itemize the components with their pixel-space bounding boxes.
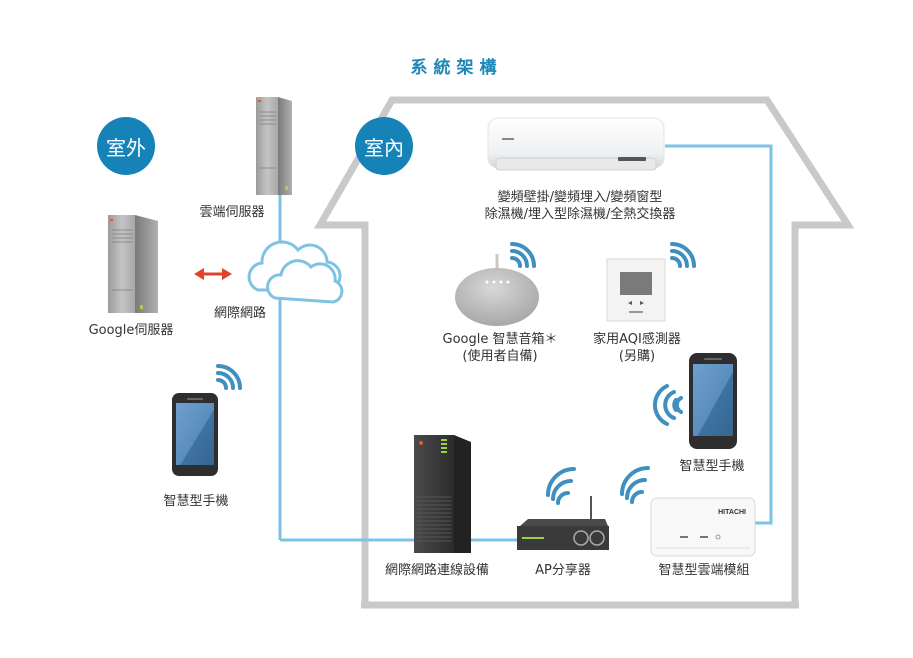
- wifi-icon: [216, 364, 242, 390]
- diagram-title: 系統架構: [410, 58, 503, 78]
- indoor-zone-badge: 室內: [355, 117, 413, 175]
- aqi-sensor-label: 家用AQI感測器 (另購): [580, 331, 694, 365]
- google-speaker-label-line1: Google 智慧音箱＊: [442, 332, 558, 347]
- outdoor-zone-label: 室外: [106, 135, 146, 160]
- google-speaker-label-line2: (使用者自備): [462, 349, 538, 364]
- indoor-phone-label: 智慧型手機: [679, 459, 745, 474]
- wifi-icon: [546, 467, 576, 505]
- google-server-label: Google伺服器: [88, 323, 174, 338]
- google-server-icon: [108, 215, 158, 313]
- outdoor-zone-badge: 室外: [97, 117, 155, 175]
- cloud-module-icon: HITACHI: [650, 497, 756, 557]
- air-conditioner-icon: [487, 117, 665, 171]
- ap-router-label: AP分享器: [535, 563, 591, 578]
- smartphone-icon: [689, 353, 737, 449]
- wifi-icon: [620, 466, 650, 504]
- indoor-zone-label: 室內: [364, 135, 404, 160]
- outdoor-phone-label: 智慧型手機: [163, 494, 229, 509]
- air-conditioner-label: 變頻壁掛/變頻埋入/變頻窗型 除濕機/埋入型除濕機/全熱交換器: [440, 189, 720, 223]
- brand-logo: HITACHI: [718, 509, 746, 516]
- aqi-sensor-label-line1: 家用AQI感測器: [593, 332, 681, 347]
- network-device-icon: [414, 435, 471, 553]
- wifi-icon: [653, 384, 683, 426]
- google-speaker-label: Google 智慧音箱＊ (使用者自備): [420, 331, 580, 365]
- cloud-server-icon: [256, 97, 292, 195]
- router-icon: [517, 496, 609, 550]
- bidirectional-arrow-icon: [194, 268, 232, 280]
- wifi-icon: [510, 242, 536, 268]
- air-conditioner-label-line2: 除濕機/埋入型除濕機/全熱交換器: [484, 207, 676, 222]
- smart-speaker-icon: [455, 254, 539, 326]
- air-conditioner-label-line1: 變頻壁掛/變頻埋入/變頻窗型: [497, 190, 663, 205]
- aqi-sensor-label-line2: (另購): [618, 349, 656, 364]
- cloud-module-label: 智慧型雲端模組: [658, 563, 750, 578]
- aqi-sensor-icon: [606, 258, 666, 322]
- smartphone-icon: [172, 393, 218, 476]
- internet-label: 網際網路: [213, 306, 266, 321]
- wifi-icon: [670, 242, 696, 268]
- network-device-label: 網際網路連線設備: [384, 563, 489, 578]
- cloud-server-label: 雲端伺服器: [199, 205, 265, 220]
- cloud-icon: [247, 240, 344, 304]
- house-outline: [313, 96, 855, 609]
